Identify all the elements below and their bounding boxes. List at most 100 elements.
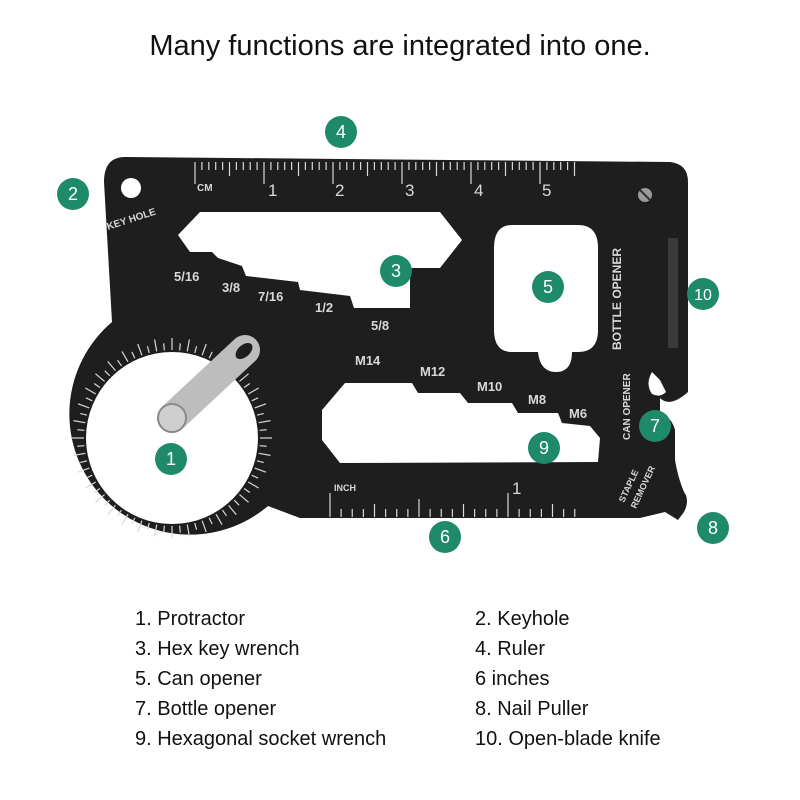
- ruler-tick: [258, 452, 271, 456]
- cm-number: 2: [335, 181, 344, 200]
- ruler-tick: [85, 481, 97, 489]
- badge-label: 1: [166, 449, 176, 469]
- hex-size: 3/8: [222, 280, 240, 295]
- legend-item: 4. Ruler: [475, 638, 546, 660]
- ruler-tick: [131, 351, 136, 359]
- ruler-tick: [77, 467, 90, 473]
- ruler-tick: [73, 420, 86, 424]
- badge-label: 6: [440, 527, 450, 547]
- multitool-card-illustration: CM INCH KEY HOLE BOTTLE OPENER CAN OPENE…: [57, 116, 729, 553]
- hex-size: 5/16: [174, 269, 199, 284]
- ruler-tick: [221, 509, 227, 517]
- badge-ruler: [325, 116, 357, 148]
- cm-number: 1: [268, 181, 277, 200]
- badge-label: 4: [336, 122, 346, 142]
- badge-label: 9: [539, 438, 549, 458]
- ruler-tick: [215, 513, 223, 525]
- socket-size: M14: [355, 353, 381, 368]
- ruler-tick: [251, 474, 259, 479]
- badge-label: 8: [708, 518, 718, 538]
- badge-knife: [687, 278, 719, 310]
- badge-nail-puller: [697, 512, 729, 544]
- badge-label: 5: [543, 277, 553, 297]
- bottle-opener-label: BOTTLE OPENER: [610, 248, 624, 350]
- legend-item: 1. Protractor: [135, 608, 246, 630]
- ruler-tick: [137, 520, 143, 533]
- badge-bottle-opener: [639, 410, 671, 442]
- inch-ruler: [329, 493, 576, 517]
- ruler-tick: [208, 517, 213, 525]
- ruler-tick: [179, 525, 181, 533]
- ruler-tick: [251, 397, 259, 402]
- ruler-tick: [201, 343, 207, 356]
- ruler-tick: [117, 359, 123, 367]
- badge-label: 2: [68, 184, 78, 204]
- legend-item: 2. Keyhole: [475, 608, 570, 630]
- ruler-tick: [254, 403, 267, 409]
- cm-ruler: [194, 162, 576, 184]
- page-title: Many functions are integrated into one.: [149, 30, 651, 62]
- ruler-tick: [243, 487, 251, 493]
- ruler-tick: [239, 494, 249, 503]
- can-opener-label: CAN OPENER: [622, 373, 633, 440]
- ruler-tick: [104, 499, 111, 506]
- cm-label: CM: [197, 183, 213, 194]
- socket-size: M10: [477, 379, 502, 394]
- inch-number: 1: [512, 479, 521, 498]
- ruler-tick: [121, 351, 129, 363]
- legend-item: 5. Can opener: [135, 668, 262, 690]
- ruler-tick: [243, 383, 251, 389]
- ruler-tick: [95, 373, 105, 382]
- legend-item: 3. Hex key wrench: [135, 638, 300, 660]
- legend-item: 8. Nail Puller: [475, 698, 589, 720]
- ruler-tick: [107, 505, 116, 515]
- ruler-tick: [179, 343, 181, 351]
- protractor-arm: [157, 335, 260, 433]
- socket-size: M6: [569, 406, 587, 421]
- ruler-tick: [247, 481, 259, 489]
- ruler-tick: [194, 522, 198, 530]
- ruler-tick: [154, 524, 158, 537]
- ruler-tick: [104, 370, 111, 377]
- badge-label: 7: [650, 416, 660, 436]
- ruler-tick: [93, 383, 101, 389]
- ruler-tick: [247, 387, 259, 395]
- ruler-tick: [77, 403, 90, 409]
- can-opener-notch: [648, 372, 666, 396]
- ruler-tick: [107, 361, 116, 371]
- badge-label: 3: [391, 261, 401, 281]
- ruler-tick: [163, 343, 165, 351]
- protractor-dial: [72, 338, 272, 538]
- ruler-tick: [186, 339, 190, 352]
- legend-item: 7. Bottle opener: [135, 698, 277, 720]
- legend-right-column: 2. Keyhole 4. Ruler 6 inches 8. Nail Pul…: [475, 604, 661, 754]
- ruler-tick: [80, 412, 88, 416]
- legend-item: 10. Open-blade knife: [475, 728, 661, 750]
- legend-item: 9. Hexagonal socket wrench: [135, 728, 387, 750]
- ruler-tick: [117, 509, 123, 517]
- pivot-rivet: [157, 403, 187, 433]
- badge-can-opener: [532, 271, 564, 303]
- ruler-tick: [85, 397, 93, 402]
- ruler-tick: [154, 339, 158, 352]
- keyhole: [121, 178, 141, 198]
- hex-size: 7/16: [258, 289, 283, 304]
- ruler-tick: [77, 429, 85, 431]
- ruler-tick: [146, 346, 150, 354]
- ruler-tick: [259, 429, 267, 431]
- ruler-tick: [131, 517, 136, 525]
- ruler-tick: [93, 487, 101, 493]
- cm-number: 4: [474, 181, 483, 200]
- ruler-tick: [256, 412, 264, 416]
- ruler-tick: [186, 524, 190, 537]
- ruler-tick: [73, 452, 86, 456]
- ruler-tick: [239, 373, 249, 382]
- cm-number: 5: [542, 181, 551, 200]
- ruler-tick: [85, 387, 97, 395]
- ruler-tick: [95, 494, 105, 503]
- ruler-tick: [256, 460, 264, 464]
- ruler-tick: [121, 513, 129, 525]
- badge-keyhole: [57, 178, 89, 210]
- ruler-tick: [208, 351, 213, 359]
- socket-size: M12: [420, 364, 445, 379]
